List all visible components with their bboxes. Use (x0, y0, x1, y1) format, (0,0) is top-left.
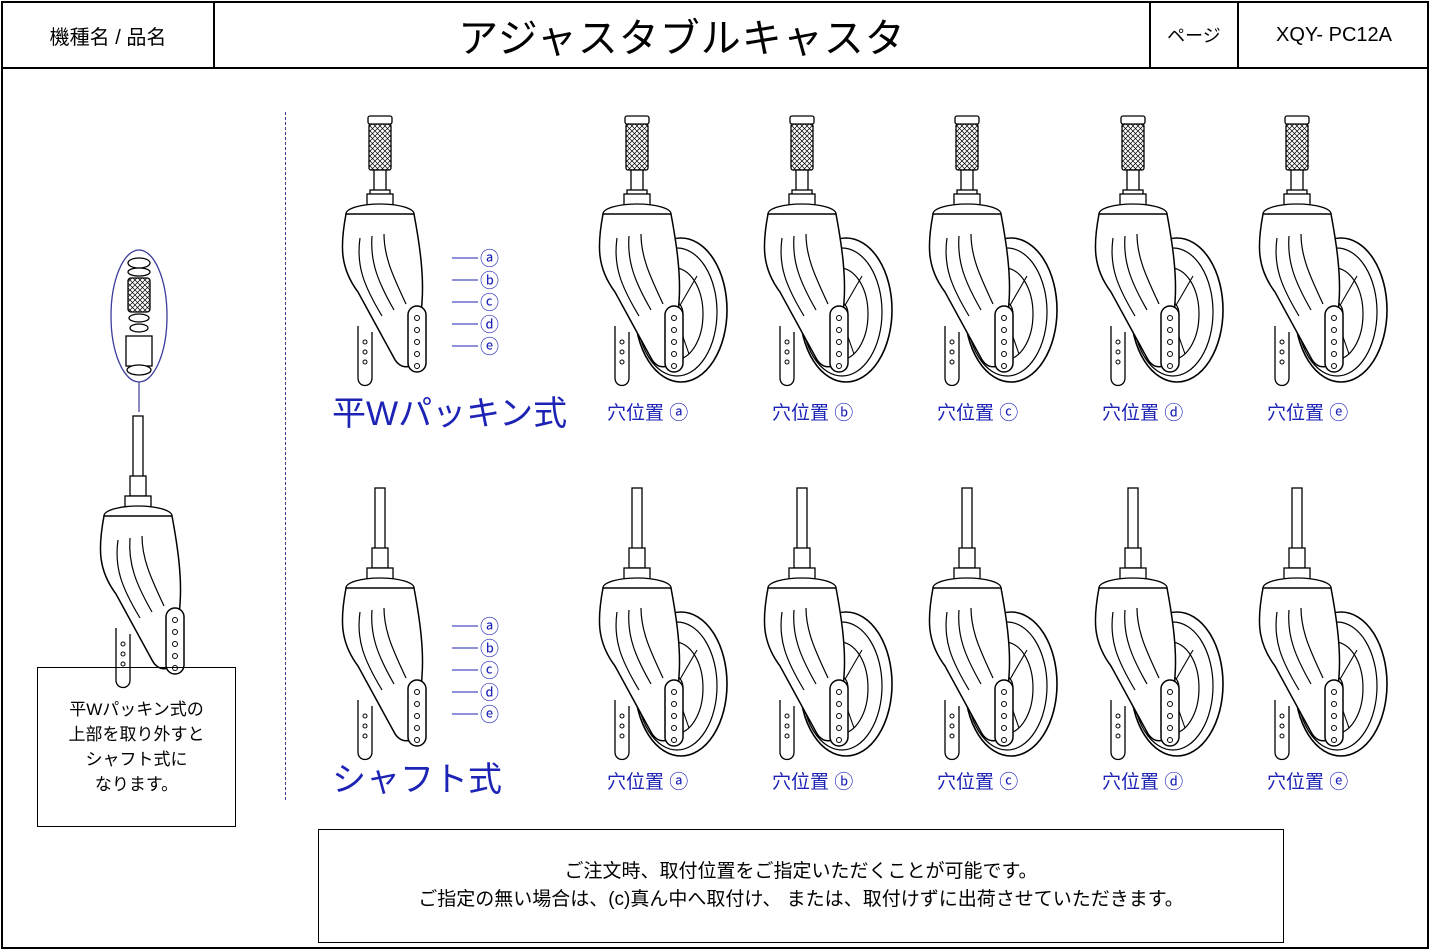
svg-text:ⓓ: ⓓ (480, 314, 499, 336)
page-label: ページ (1151, 3, 1239, 67)
svg-text:ⓒ: ⓒ (480, 292, 499, 314)
note-line: 上部を取り外すと (68, 725, 205, 744)
hole-label: 穴位置 ⓒ (937, 403, 1019, 424)
variant-label-packing: 平Wパッキン式 (332, 395, 568, 433)
hole-label: 穴位置 ⓐ (607, 403, 689, 424)
order-note: ご注文時、取付位置をご指定いただくことが可能です。 ご指定の無い場合は、(c)真… (318, 829, 1284, 943)
hole-label: 穴位置 ⓒ (937, 772, 1019, 793)
svg-text:ⓔ: ⓔ (480, 336, 499, 358)
hole-markers-row1: ⓐ ⓑ ⓒ ⓓ ⓔ (452, 248, 499, 358)
hole-label: 穴位置 ⓐ (607, 772, 689, 793)
svg-text:ⓐ: ⓐ (480, 616, 499, 638)
page-title: アジャスタブルキャスタ (215, 3, 1151, 67)
hole-label: 穴位置 ⓑ (772, 403, 854, 424)
note-line: シャフト式に (85, 750, 188, 769)
svg-text:ⓒ: ⓒ (480, 660, 499, 682)
note-line: なります。 (94, 775, 179, 794)
svg-text:ⓔ: ⓔ (480, 704, 499, 726)
hole-label: 穴位置 ⓔ (1267, 403, 1349, 424)
hole-label: 穴位置 ⓓ (1102, 772, 1184, 793)
section-divider (285, 112, 286, 800)
hole-label: 穴位置 ⓓ (1102, 403, 1184, 424)
note-line: 平Wパッキン式の (69, 700, 204, 719)
svg-text:ⓑ: ⓑ (480, 638, 499, 660)
hole-label: 穴位置 ⓔ (1267, 772, 1349, 793)
order-note-line: ご注文時、取付位置をご指定いただくことが可能です。 (564, 861, 1038, 882)
svg-text:ⓐ: ⓐ (480, 248, 499, 270)
exploded-view (99, 249, 185, 689)
model-label: 機種名 / 品名 (3, 3, 215, 67)
hole-label: 穴位置 ⓑ (772, 772, 854, 793)
product-code: XQY- PC12A (1276, 23, 1392, 46)
svg-text:ⓑ: ⓑ (480, 270, 499, 292)
svg-text:ⓓ: ⓓ (480, 682, 499, 704)
hole-markers-row2: ⓐ ⓑ ⓒ ⓓ ⓔ (452, 616, 499, 726)
variant-label-shaft: シャフト式 (332, 761, 502, 799)
title-block: 機種名 / 品名 アジャスタブルキャスタ ページ XQY- PC12A (3, 3, 1427, 69)
order-note-line: ご指定の無い場合は、(c)真ん中へ取付け、 または、取付けずに出荷させていただき… (418, 889, 1184, 910)
conversion-note: 平Wパッキン式の 上部を取り外すと シャフト式に なります。 (37, 667, 236, 827)
